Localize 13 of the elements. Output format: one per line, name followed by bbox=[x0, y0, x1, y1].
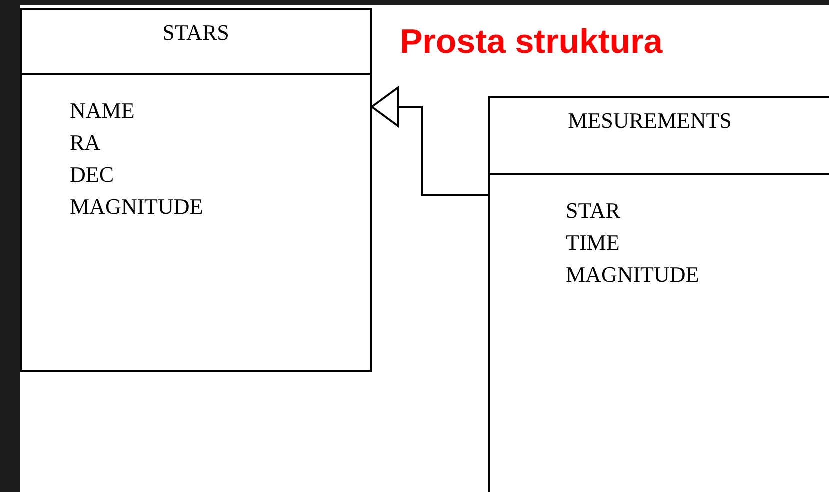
attribute-text: NAME bbox=[70, 97, 135, 125]
entity-box bbox=[20, 8, 372, 372]
attribute-text: TIME bbox=[566, 229, 620, 257]
attribute-text: MAGNITUDE bbox=[566, 261, 700, 289]
attribute-text: DEC bbox=[70, 161, 114, 189]
entity-name: MESUREMENTS bbox=[568, 108, 732, 134]
entity-name: STARS bbox=[162, 20, 230, 46]
title: Prosta struktura bbox=[400, 22, 663, 63]
attribute-text: MAGNITUDE bbox=[70, 193, 204, 221]
attribute-text: RA bbox=[70, 129, 101, 157]
attribute-text: STAR bbox=[566, 197, 620, 225]
relationship-line bbox=[371, 87, 488, 196]
entity-box bbox=[488, 96, 829, 492]
